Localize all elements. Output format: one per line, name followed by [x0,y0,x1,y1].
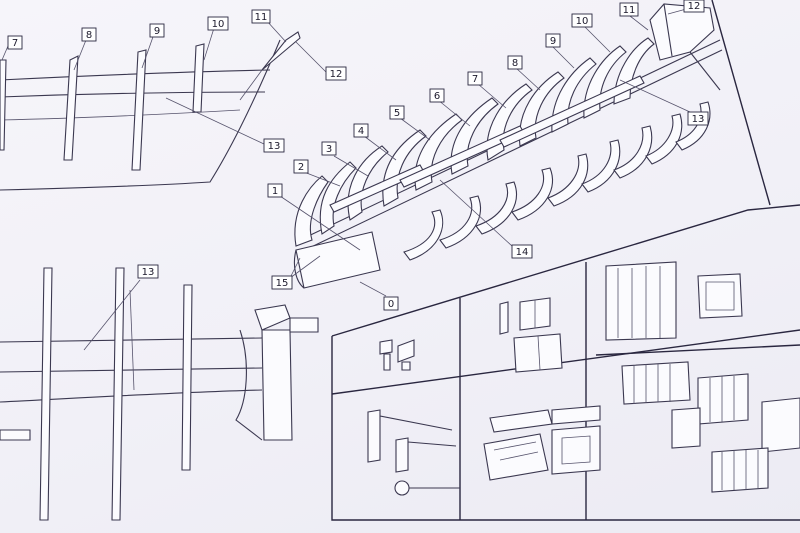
svg-text:14: 14 [516,247,529,258]
side-view-upper [0,19,327,191]
svg-text:11: 11 [255,12,268,23]
svg-text:2: 2 [298,162,304,173]
svg-text:9: 9 [154,26,160,37]
callout-11-upper: 11 [251,9,271,24]
svg-text:8: 8 [86,30,92,41]
svg-text:12: 12 [688,1,701,12]
callout-labels: 0 1 2 3 4 5 6 7 7 8 8 9 9 10 10 11 11 12… [7,0,709,311]
callout-13-right: 13 [687,111,709,126]
svg-text:10: 10 [212,19,225,30]
svg-text:10: 10 [576,16,589,27]
callout-6: 6 [429,88,445,103]
callout-8-lower: 8 [507,55,523,70]
side-view-lower [0,267,319,521]
callout-15: 15 [271,275,293,290]
callout-7-lower: 7 [467,71,483,86]
panel-deck-structures [621,361,800,493]
callout-2: 2 [293,159,309,174]
callout-13-lower: 13 [137,264,159,279]
callout-10-upper: 10 [207,16,229,31]
svg-text:11: 11 [623,5,636,16]
callout-13-upper: 13 [263,138,285,153]
callout-7-upper: 7 [7,35,23,50]
svg-text:7: 7 [12,38,18,49]
panel-hatches [483,405,601,481]
svg-text:12: 12 [330,69,343,80]
svg-text:13: 13 [268,141,281,152]
callout-1: 1 [267,183,283,198]
hull-frames-exploded [279,3,723,297]
panel-pump-parts [379,339,415,371]
svg-text:1: 1 [272,186,278,197]
panel-doors [499,297,563,373]
svg-text:7: 7 [472,74,478,85]
callout-11-lower: 11 [619,2,639,17]
svg-text:13: 13 [142,267,155,278]
callout-12-upper: 12 [325,66,347,81]
svg-text:13: 13 [692,114,705,125]
svg-text:4: 4 [358,126,364,137]
svg-text:5: 5 [394,108,400,119]
svg-text:6: 6 [434,91,440,102]
panel-pump-assembly [367,409,460,496]
svg-text:0: 0 [388,299,394,310]
callout-12-lower: 12 [683,0,705,13]
panel-gratings [605,261,743,341]
callout-14: 14 [511,244,533,259]
callout-5: 5 [389,105,405,120]
callout-9-upper: 9 [149,23,165,38]
detail-panels [331,0,800,521]
svg-text:3: 3 [326,144,332,155]
callout-8-upper: 8 [81,27,97,42]
callout-3: 3 [321,141,337,156]
callout-0: 0 [383,296,399,311]
svg-text:15: 15 [276,278,289,289]
callout-10-lower: 10 [571,13,593,28]
svg-text:8: 8 [512,58,518,69]
svg-text:9: 9 [550,36,556,47]
callout-9-lower: 9 [545,33,561,48]
callout-4: 4 [353,123,369,138]
